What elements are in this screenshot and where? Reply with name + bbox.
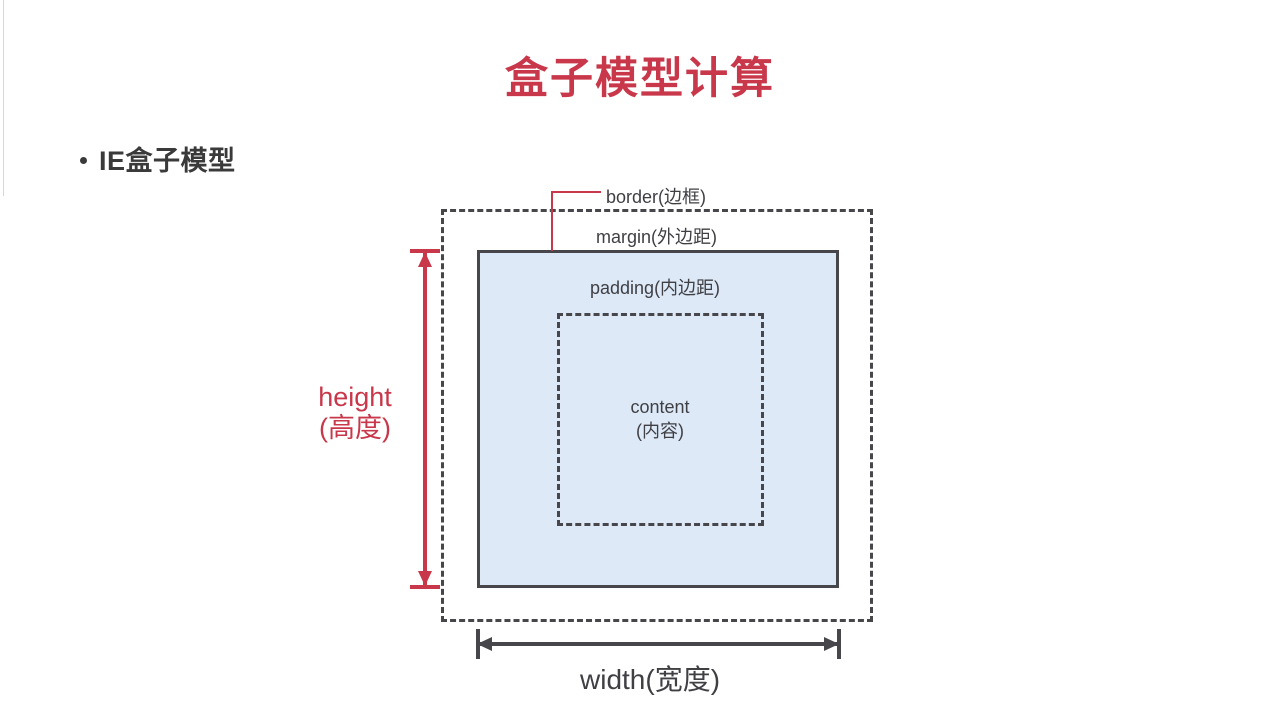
width-label: width(宽度) — [580, 664, 721, 695]
left-edge-rule — [3, 0, 4, 196]
width-measure-arrow — [477, 637, 839, 651]
height-arrow-shaft — [423, 252, 427, 586]
width-arrow-head-left-icon — [477, 637, 492, 651]
border-label: border(边框) — [606, 187, 707, 207]
content-label-line2: (内容) — [636, 421, 684, 442]
bullet-item-ie-box-model: IE盒子模型 — [80, 139, 236, 178]
width-arrow-head-right-icon — [824, 637, 839, 651]
height-arrow-head-up-icon — [418, 252, 432, 267]
page-title: 盒子模型计算 — [505, 55, 775, 103]
height-label-line2: (高度) — [319, 413, 391, 444]
margin-label: margin(外边距) — [596, 227, 718, 247]
content-label-line1: content — [630, 397, 690, 417]
height-label: height (高度) — [300, 382, 410, 445]
border-box — [477, 250, 839, 588]
height-measure-cap-bottom — [410, 585, 440, 589]
bullet-item-label: IE盒子模型 — [99, 146, 236, 176]
content-label: content (内容) — [600, 395, 720, 444]
border-callout-leader-vertical — [551, 191, 553, 251]
width-arrow-shaft — [477, 642, 839, 646]
bullet-dot-icon — [80, 157, 87, 164]
height-measure-arrow — [418, 252, 432, 586]
height-label-line1: height — [318, 382, 392, 412]
height-arrow-head-down-icon — [418, 571, 432, 586]
height-measure-cap-top — [410, 249, 440, 253]
padding-label: padding(内边距) — [590, 278, 721, 298]
content-box — [557, 313, 764, 526]
border-callout-leader-horizontal — [551, 191, 601, 193]
margin-box — [441, 209, 873, 622]
width-measure-cap-right — [837, 629, 841, 659]
